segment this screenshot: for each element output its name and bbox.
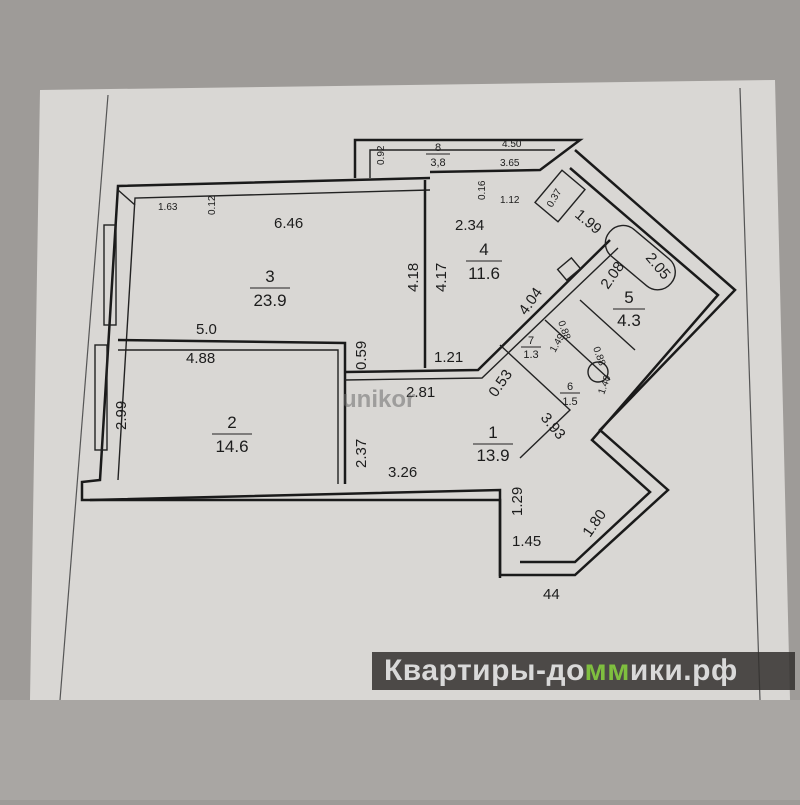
- svg-text:44: 44: [543, 586, 560, 603]
- watermark-house-icon: мм: [584, 654, 630, 687]
- watermark-banner: Квартиры-доммики.рф: [372, 652, 795, 690]
- room-3-label: 3 23.9: [250, 267, 290, 310]
- svg-text:4.88: 4.88: [186, 350, 215, 367]
- svg-text:8: 8: [435, 142, 441, 154]
- svg-text:6.46: 6.46: [274, 215, 303, 232]
- room-1-label: 1 13.9: [473, 423, 513, 465]
- room-4-label: 4 11.6: [466, 240, 502, 283]
- svg-text:2: 2: [227, 413, 236, 432]
- svg-text:1.45: 1.45: [512, 533, 541, 550]
- svg-text:4.50: 4.50: [502, 139, 522, 150]
- svg-text:0.92: 0.92: [376, 145, 387, 165]
- paper-sheet: [30, 80, 790, 700]
- table-surface: [0, 700, 800, 800]
- svg-text:7: 7: [528, 335, 534, 347]
- svg-text:14.6: 14.6: [215, 437, 248, 456]
- unikor-logo: unikor: [342, 386, 416, 413]
- paper-border-left: [59, 94, 109, 701]
- svg-text:0.16: 0.16: [477, 180, 488, 200]
- svg-text:2.99: 2.99: [113, 401, 130, 430]
- svg-text:1.5: 1.5: [562, 396, 577, 408]
- svg-text:1.21: 1.21: [434, 349, 463, 366]
- svg-text:0.12: 0.12: [207, 195, 218, 215]
- svg-text:4.18: 4.18: [405, 263, 422, 292]
- svg-text:0.59: 0.59: [353, 341, 370, 370]
- svg-text:2.37: 2.37: [353, 439, 370, 468]
- room-6-label: 6 1.5: [560, 381, 580, 408]
- room-8-label: 8 3,8: [426, 142, 450, 169]
- svg-text:1.29: 1.29: [509, 487, 526, 516]
- svg-text:4.3: 4.3: [617, 311, 641, 330]
- svg-text:13.9: 13.9: [476, 446, 509, 465]
- svg-text:11.6: 11.6: [468, 264, 500, 283]
- left-windows: [94, 224, 117, 451]
- room-7-label: 7 1.3: [521, 335, 541, 361]
- svg-text:5.0: 5.0: [196, 321, 217, 338]
- svg-text:4.17: 4.17: [433, 263, 450, 292]
- balcony-walls: [353, 138, 584, 178]
- svg-text:1.63: 1.63: [158, 202, 178, 213]
- outer-walls: [80, 149, 737, 578]
- svg-text:3: 3: [265, 267, 274, 286]
- svg-text:1: 1: [488, 423, 497, 442]
- svg-text:3,8: 3,8: [430, 157, 445, 169]
- watermark-text-start: Квартиры-до: [384, 654, 585, 687]
- svg-text:5: 5: [624, 288, 633, 307]
- svg-text:23.9: 23.9: [253, 291, 286, 310]
- svg-text:3.26: 3.26: [388, 464, 417, 481]
- room-2-label: 2 14.6: [212, 413, 252, 456]
- svg-text:3.65: 3.65: [500, 158, 520, 169]
- interior-walls: [117, 169, 676, 484]
- svg-text:4: 4: [479, 240, 488, 259]
- svg-text:1.12: 1.12: [500, 195, 520, 206]
- room-5-label: 5 4.3: [613, 288, 645, 330]
- svg-text:6: 6: [567, 381, 573, 393]
- svg-text:2.34: 2.34: [455, 217, 484, 234]
- paper-border-right: [739, 87, 761, 701]
- watermark-text-end: ики.рф: [629, 654, 738, 687]
- svg-text:2.81: 2.81: [406, 384, 435, 401]
- svg-text:1.3: 1.3: [523, 349, 538, 361]
